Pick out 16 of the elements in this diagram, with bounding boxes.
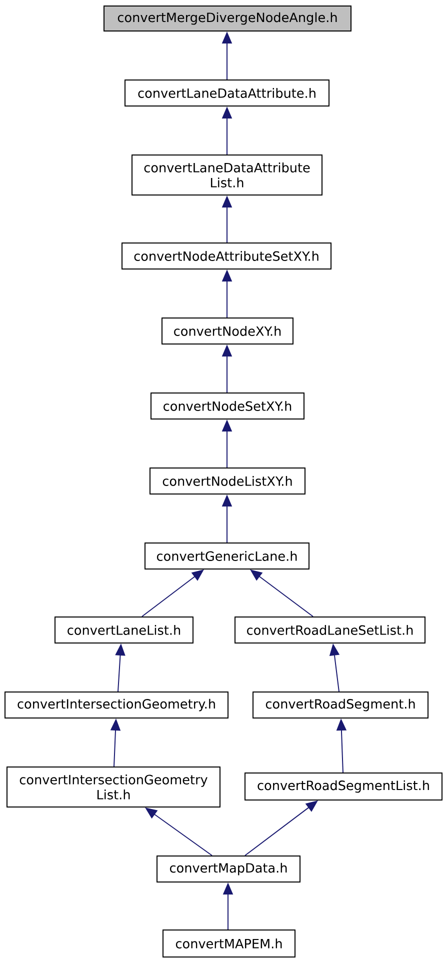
file-box: convertIntersectionGeometry.h	[4, 692, 228, 718]
file-box: convertNodeSetXY.h	[150, 392, 304, 420]
file-box: convertNodeAttributeSetXY.h	[122, 242, 332, 270]
file-box: convertLaneDataAttribute.h	[124, 80, 330, 106]
file-box: convertLaneList.h	[54, 616, 194, 644]
file-box: convertMergeDivergeNodeAngle.h	[104, 6, 352, 32]
file-box: convertRoadLaneSetList.h	[234, 616, 426, 644]
file-box: convertNodeListXY.h	[150, 468, 306, 494]
file-box: convertLaneDataAttribute List.h	[132, 154, 322, 196]
file-box: convertRoadSegment.h	[252, 692, 428, 718]
file-box: convertIntersectionGeometry List.h	[6, 766, 220, 808]
file-box: convertNodeXY.h	[162, 318, 294, 344]
file-box: convertGenericLane.h	[144, 542, 310, 570]
file-box: convertRoadSegmentList.h	[244, 772, 442, 801]
file-box: convertMapData.h	[156, 856, 300, 882]
file-box: convertMAPEM.h	[162, 930, 296, 958]
